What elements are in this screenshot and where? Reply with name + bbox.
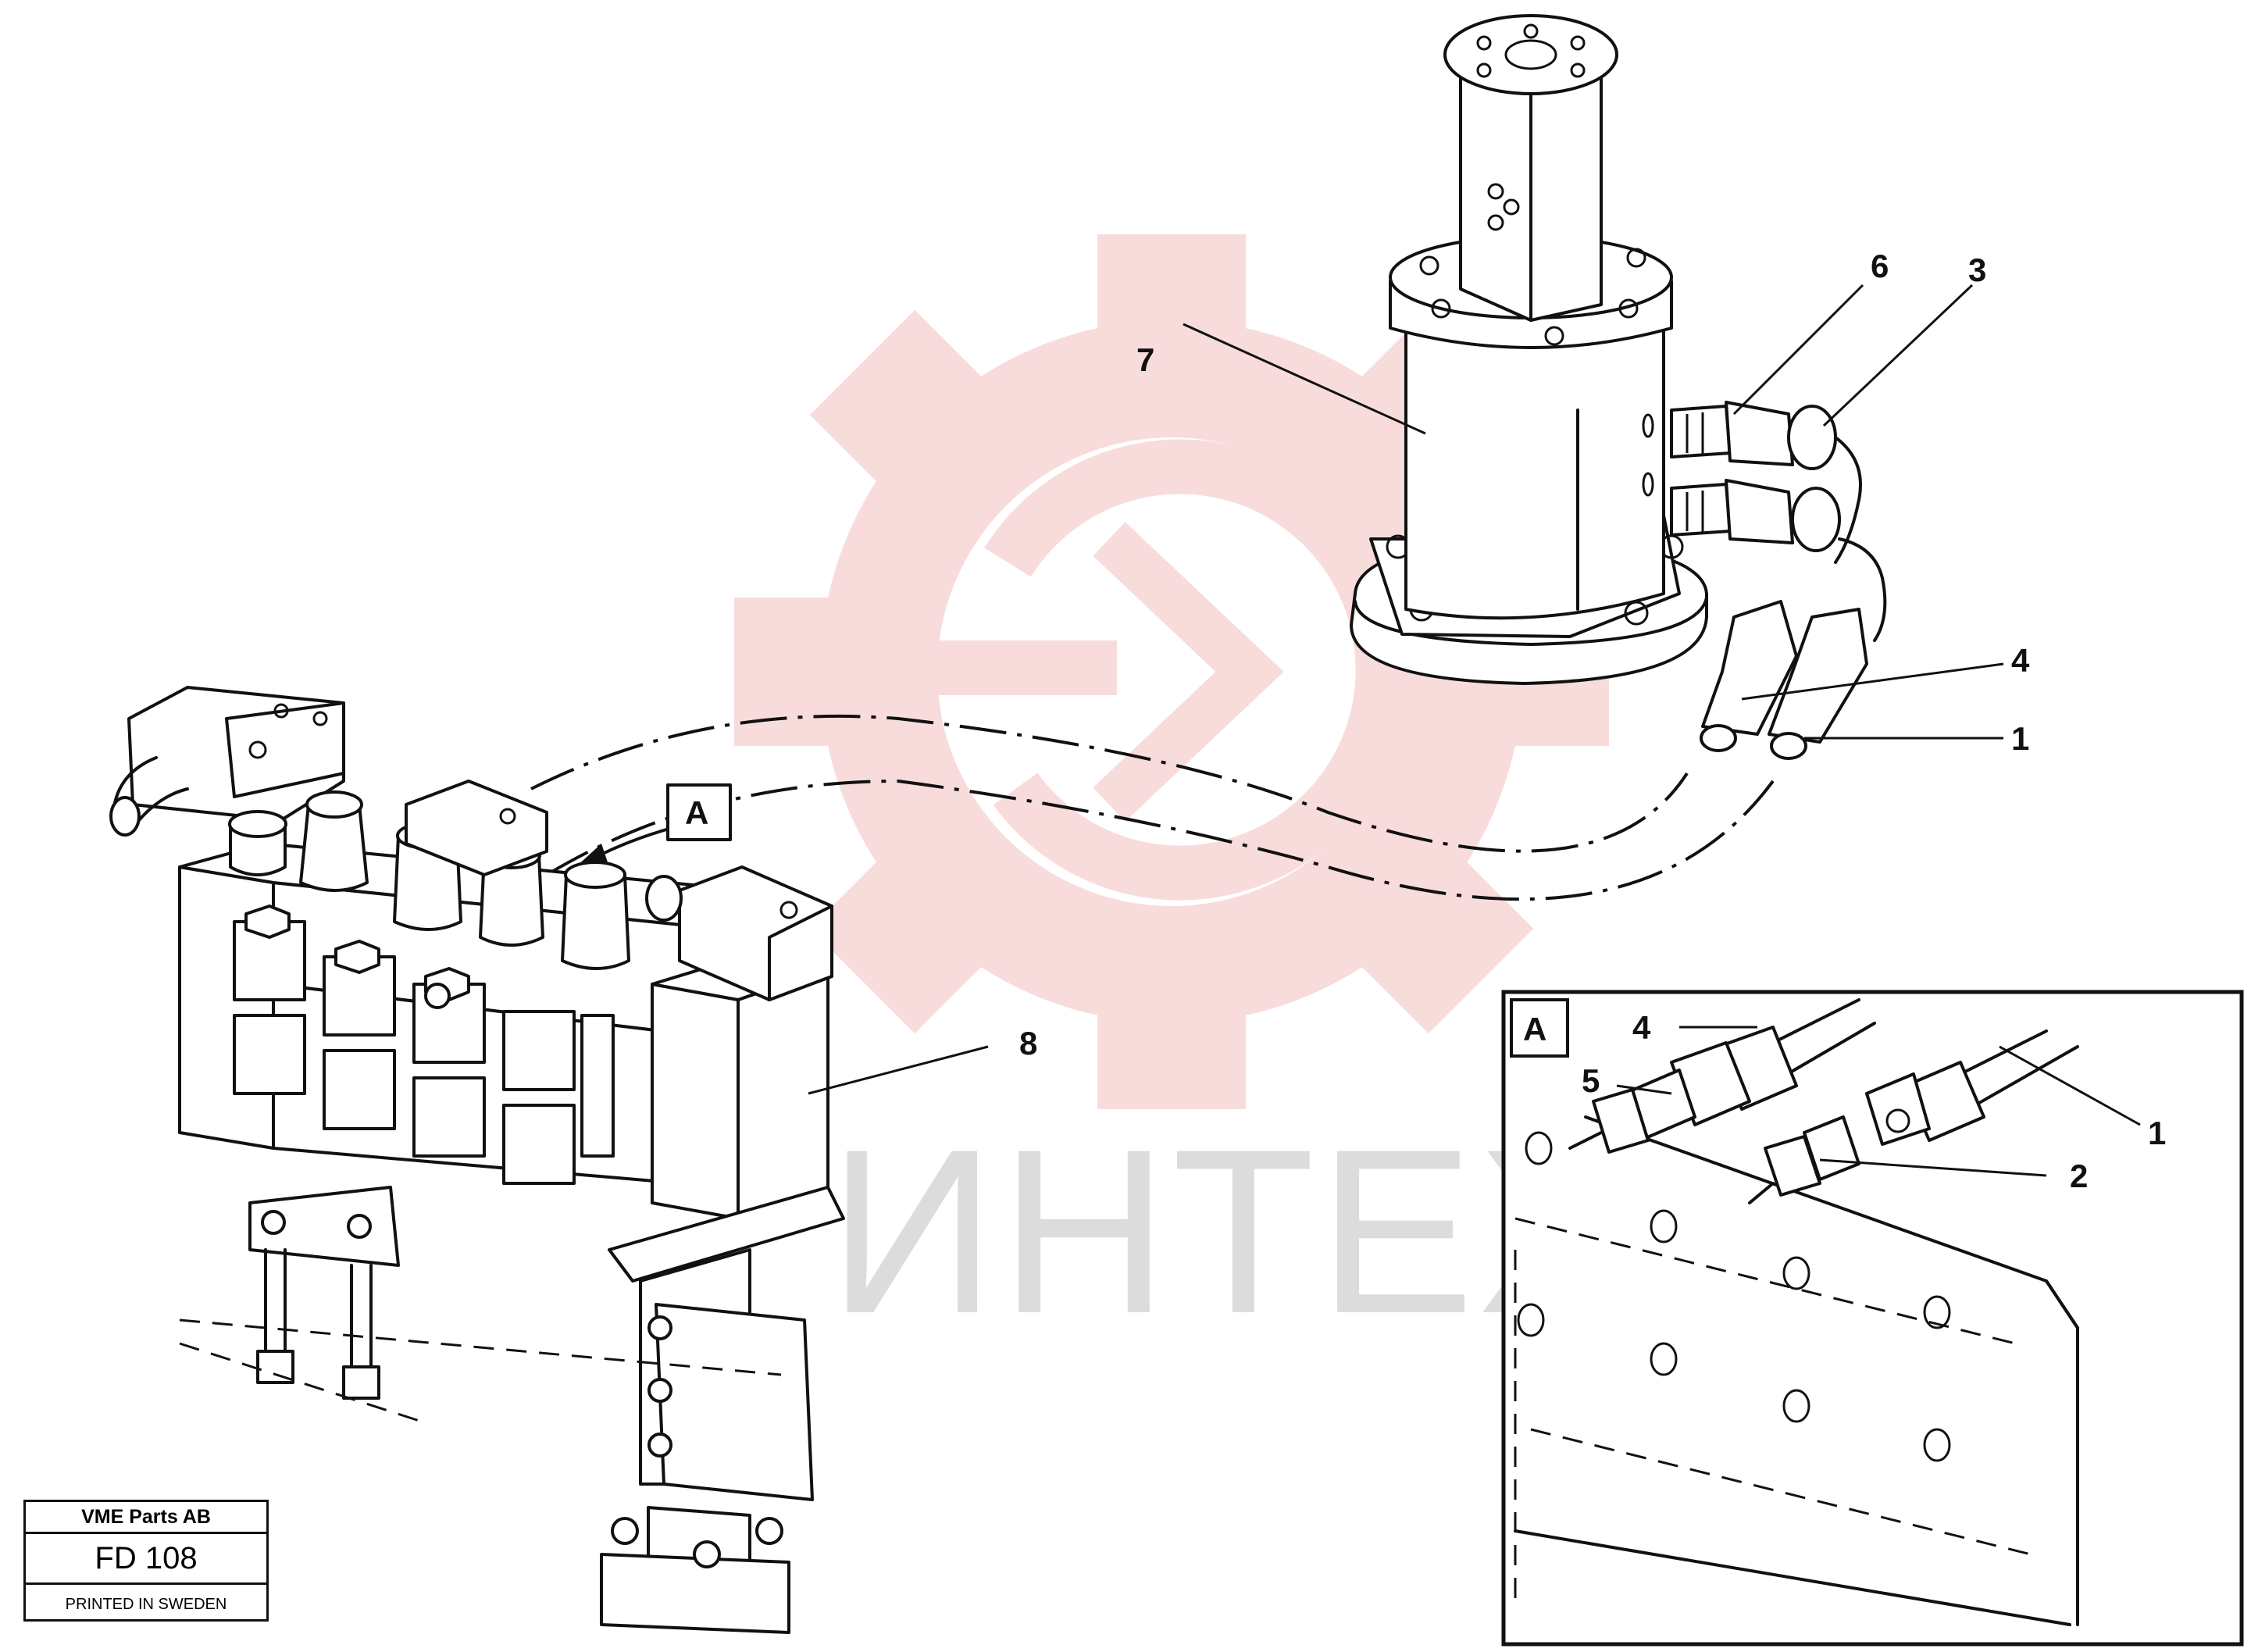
swivel-port-fittings: [1670, 401, 1841, 552]
valve-mounting-bracket: [179, 1186, 845, 1634]
company-name: VME Parts AB: [26, 1502, 266, 1534]
callout-1: 1: [2011, 720, 2029, 757]
detail-callout-4: 4: [1632, 1009, 1651, 1046]
callout-8: 8: [1019, 1025, 1037, 1061]
hose-route-upper: [530, 714, 1689, 853]
control-valve-block: [109, 686, 833, 1220]
hoses-1-4: [1700, 436, 1887, 760]
detail-view-a: [1501, 990, 2244, 1647]
detail-label-a: A: [1523, 1011, 1546, 1047]
callout-3: 3: [1968, 252, 1986, 288]
hose-route-lower: [545, 779, 1775, 901]
detail-callout-5: 5: [1582, 1062, 1600, 1099]
title-block: VME Parts AB FD 108 PRINTED IN SWEDEN: [23, 1500, 269, 1622]
drawing-number: FD 108: [26, 1534, 266, 1585]
printed-notice: PRINTED IN SWEDEN: [65, 1595, 227, 1613]
detail-callout-1: 1: [2148, 1115, 2166, 1151]
detail-callout-2: 2: [2070, 1158, 2088, 1194]
callout-4: 4: [2011, 642, 2030, 679]
callout-7: 7: [1136, 341, 1154, 378]
swivel-joint-assembly: [1350, 14, 1708, 685]
watermark-text: ИНТЕХ: [828, 1100, 1637, 1362]
callout-view-a: A: [685, 794, 708, 831]
callout-6: 6: [1871, 248, 1889, 284]
